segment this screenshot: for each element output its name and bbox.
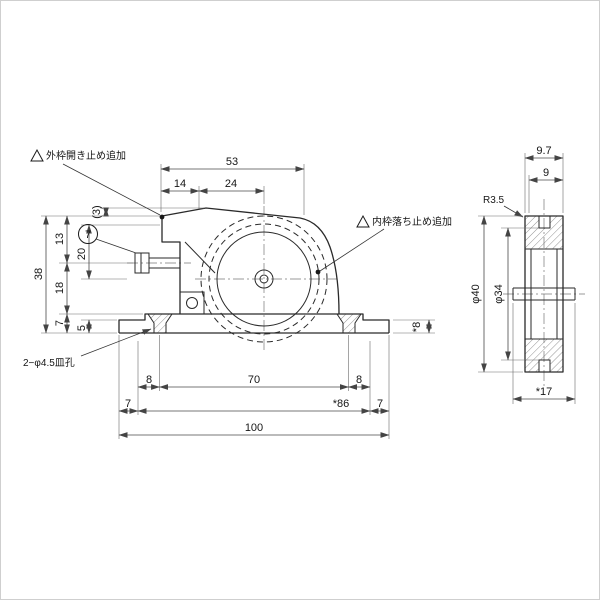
dim-7-86-7: 7 *86 7 xyxy=(118,398,390,414)
dim-24-text: 24 xyxy=(225,178,237,190)
wheel-section xyxy=(524,215,564,373)
dim-17: *17 xyxy=(512,303,576,404)
adjustment-screw xyxy=(134,252,180,274)
dim-70-text: 70 xyxy=(248,374,260,386)
dim-bottom-extensions xyxy=(118,335,390,439)
dim-9-text: 9 xyxy=(543,167,549,179)
dim-3-text: (3) xyxy=(91,205,103,218)
dim-20-text: 20 xyxy=(76,248,88,260)
dim-8-right-text: 8 xyxy=(356,374,362,386)
wheel-solid xyxy=(216,231,312,327)
note-inner-text: 内枠落ち止め追加 xyxy=(372,215,452,228)
wheel-outline xyxy=(524,215,564,373)
note-outer-frame: 外枠開き止め追加 xyxy=(30,148,165,220)
dim-3: (3) xyxy=(91,205,204,219)
leader-dot xyxy=(315,269,321,275)
dim-14-text: 14 xyxy=(174,178,186,190)
dim-38: 38 xyxy=(33,215,160,334)
dim-17-text: *17 xyxy=(536,386,553,398)
dim-8-plate: *8 xyxy=(393,319,435,334)
dim-d40-text: φ40 xyxy=(470,284,482,303)
dim-14-24: 14 24 xyxy=(160,178,265,209)
wheel-outer-dashed xyxy=(200,215,328,343)
wheel-mid-dashed xyxy=(208,223,320,335)
balloon-text: 7 xyxy=(85,229,91,241)
screw-head xyxy=(134,252,150,274)
hub-inner xyxy=(259,274,269,284)
top-flange-hatch xyxy=(525,216,563,249)
note-outer-text: 外枠開き止め追加 xyxy=(46,149,126,162)
dim-53: 53 xyxy=(160,156,305,215)
dim-8-plate-text: *8 xyxy=(411,322,423,332)
dim-97-text: 9.7 xyxy=(536,145,551,157)
dim-53-text: 53 xyxy=(226,156,238,168)
dim-r35: R3.5 xyxy=(483,195,524,218)
dim-8-left-text: 8 xyxy=(146,374,152,386)
front-view: 53 14 24 (3) 38 13 18 7 xyxy=(23,148,452,439)
dim-7-br-text: 7 xyxy=(377,398,383,410)
dim-100-text: 100 xyxy=(245,422,263,434)
roller-wheel xyxy=(200,215,328,343)
dim-d34-text: φ34 xyxy=(493,284,505,303)
groove-notch-top xyxy=(538,216,551,229)
hub-outer xyxy=(254,269,274,289)
dim-7-bl-text: 7 xyxy=(125,398,131,410)
housing-body xyxy=(161,207,340,315)
dim-13-text: 13 xyxy=(54,233,66,245)
axle xyxy=(512,287,576,301)
note-countersunk: 2−φ4.5皿孔 xyxy=(23,328,152,369)
dim-d40: φ40 xyxy=(470,215,523,373)
balloon-7: 7 xyxy=(78,224,137,254)
dim-86-text: *86 xyxy=(333,398,350,410)
dim-9: 9 xyxy=(528,167,564,213)
note-holes-text: 2−φ4.5皿孔 xyxy=(23,357,75,369)
countersunk-holes xyxy=(147,313,362,334)
dim-13-18-7: 13 18 7 xyxy=(54,215,143,334)
housing-rib xyxy=(184,241,216,274)
hub-lines xyxy=(530,249,558,339)
dim-100: 100 xyxy=(118,422,390,438)
note-triangle-icon xyxy=(356,214,370,228)
note-inner-frame: 内枠落ち止め追加 xyxy=(315,214,452,275)
boss-hole xyxy=(186,297,198,309)
leader-dot xyxy=(159,214,165,220)
dim-20-5: 20 5 xyxy=(76,224,160,334)
note-triangle-icon xyxy=(30,148,44,162)
dim-5-text: 5 xyxy=(76,325,88,331)
balloon-circle xyxy=(78,224,98,244)
dim-18-text: 18 xyxy=(54,282,66,294)
countersunk-hole-left xyxy=(147,313,173,334)
dim-r35-text: R3.5 xyxy=(483,195,505,206)
screw-shaft xyxy=(149,257,180,269)
dim-38-text: 38 xyxy=(33,268,45,280)
housing-boss xyxy=(179,291,205,315)
dim-9_7: 9.7 xyxy=(524,145,564,213)
dim-7-left-text: 7 xyxy=(54,320,66,326)
groove-notch-bottom xyxy=(538,359,551,372)
countersunk-hole-right xyxy=(336,313,362,334)
dim-d34: φ34 xyxy=(493,227,539,361)
bottom-flange-hatch xyxy=(525,339,563,372)
dim-8-70-8: 8 70 8 xyxy=(137,374,371,390)
side-view: 9.7 9 R3.5 φ40 φ34 *17 xyxy=(470,145,585,404)
